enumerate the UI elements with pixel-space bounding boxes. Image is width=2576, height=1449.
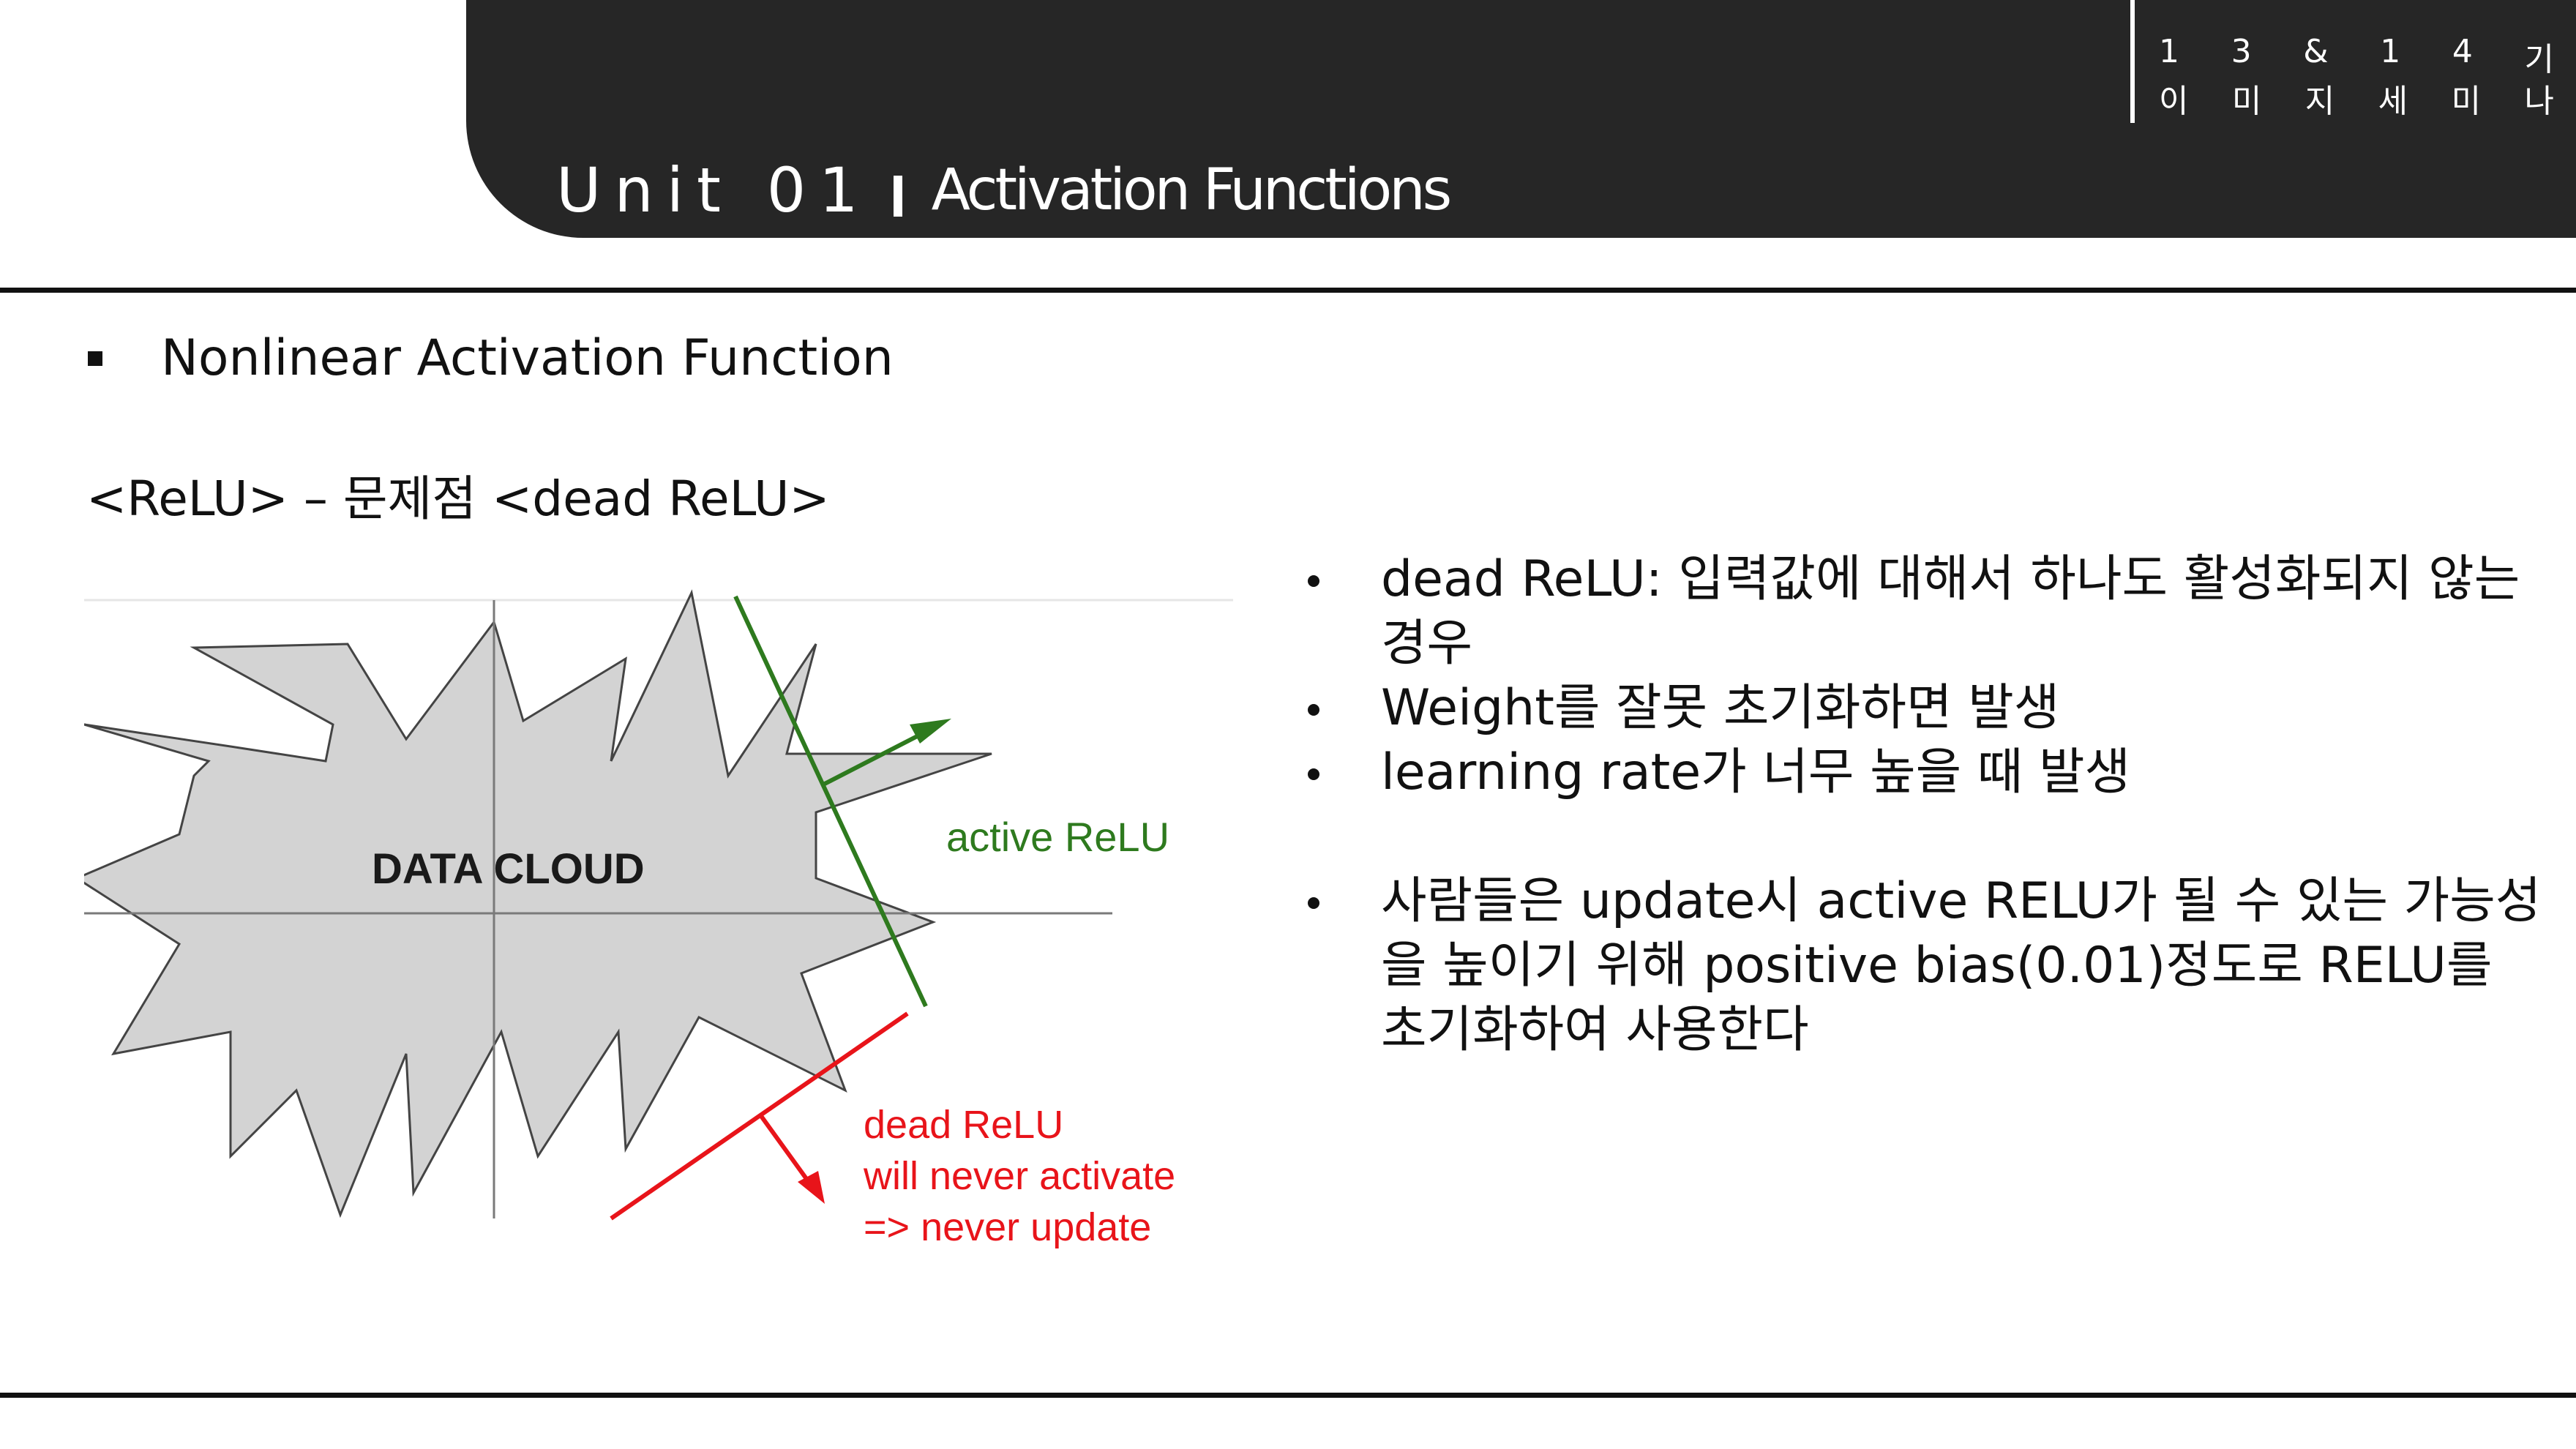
corner-korean: 이 미 지 세 미 나 (2159, 75, 2554, 121)
corner-char: 기 (2524, 41, 2554, 78)
corner-char: 미 (2231, 83, 2262, 120)
corner-char: 이 (2159, 83, 2189, 120)
page-title: Unit 01 Activation Functions (556, 146, 1453, 234)
square-bullet-icon (88, 351, 102, 366)
data-cloud-shape (84, 589, 992, 1218)
corner-char: 나 (2524, 83, 2554, 120)
dead-relu-label-line: => never update (864, 1205, 1151, 1249)
corner-char: 지 (2304, 83, 2335, 120)
header-divider (2130, 0, 2135, 123)
section-title-text: Nonlinear Activation Function (161, 329, 894, 387)
dead-relu-diagram: DATA CLOUD active ReLU dead ReLU will ne… (84, 589, 1233, 1249)
dead-relu-line (610, 1011, 909, 1221)
corner-char: & (2303, 33, 2329, 70)
unit-label: Unit 01 (556, 154, 872, 226)
bullet-item: 사람들은 update시 active RELU가 될 수 있는 가능성을 높이… (1299, 869, 2543, 1063)
active-relu-arrowhead (910, 719, 951, 744)
header-bar (466, 0, 2576, 238)
corner-char: 1 (2159, 33, 2179, 70)
bullet-item: learning rate가 너무 높을 때 발생 (1299, 741, 2543, 805)
bullet-item: Weight를 잘못 초기화하면 발생 (1299, 676, 2543, 741)
active-relu-arrow-shaft (822, 730, 927, 787)
bullet-item: dead ReLU: 입력값에 대해서 하나도 활성화되지 않는 경우 (1299, 547, 2543, 676)
bottom-rule (0, 1393, 2576, 1398)
bullet-list: dead ReLU: 입력값에 대해서 하나도 활성화되지 않는 경우 Weig… (1299, 547, 2543, 1063)
corner-numbers: 1 3 & 1 4 기 (2159, 33, 2554, 80)
subheading: <ReLU> – 문제점 <dead ReLU> (86, 471, 830, 527)
corner-char: 미 (2451, 83, 2482, 120)
top-rule (0, 288, 2576, 293)
corner-char: 4 (2452, 33, 2473, 70)
active-relu-line (733, 595, 928, 1008)
dead-relu-arrow-shaft (759, 1115, 811, 1183)
corner-char: 세 (2378, 83, 2408, 120)
unit-name: Activation Functions (931, 157, 1453, 223)
dead-relu-arrowhead (798, 1171, 825, 1204)
dead-relu-label: dead ReLU will never activate => never u… (863, 1103, 1186, 1249)
active-relu-label: active ReLU (946, 814, 1169, 860)
title-separator (893, 176, 902, 217)
dead-relu-label-line: will never activate (863, 1154, 1175, 1198)
data-cloud-label: DATA CLOUD (372, 845, 645, 893)
section-title: Nonlinear Activation Function (88, 329, 894, 387)
corner-char: 3 (2231, 33, 2252, 70)
corner-char: 1 (2380, 33, 2401, 70)
dead-relu-label-line: dead ReLU (864, 1103, 1063, 1147)
